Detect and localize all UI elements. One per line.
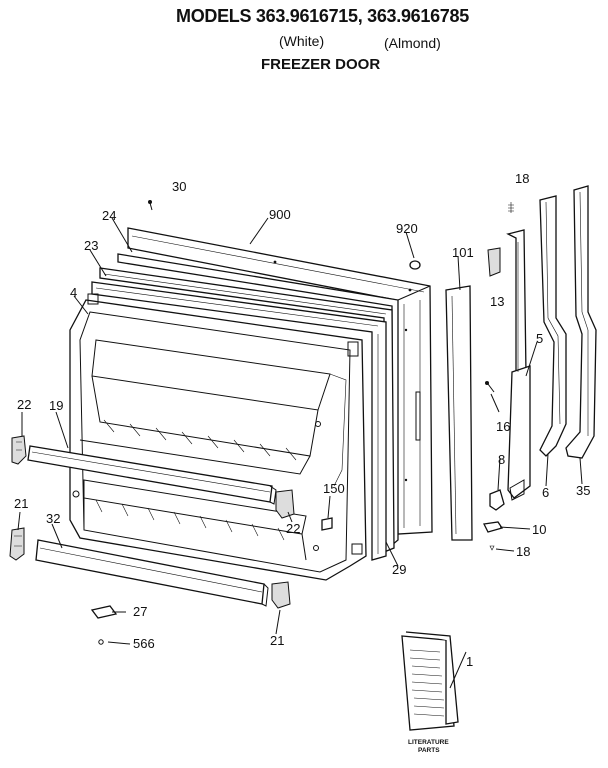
bottom-shelf-bar: [35, 539, 269, 607]
part-label-29: 29: [392, 562, 406, 577]
part-label-920: 920: [396, 221, 418, 236]
part-label-22-left: 22: [17, 397, 31, 412]
part-label-21-left: 21: [14, 496, 28, 511]
door-handle-35: [565, 185, 597, 459]
part-label-32: 32: [46, 511, 60, 526]
part-label-23: 23: [84, 238, 98, 253]
part-label-4: 4: [70, 285, 77, 300]
handle-strip: [445, 285, 473, 541]
part-label-35: 35: [576, 483, 590, 498]
color-label-almond: (Almond): [384, 35, 441, 51]
page-subtitle: FREEZER DOOR: [261, 56, 381, 73]
part-number-labels: 30 24 900 920 101 18 23 4 13 5 22 19 16 …: [14, 171, 590, 669]
outer-door-panel: [127, 227, 433, 535]
part-label-900: 900: [269, 207, 291, 222]
part-label-22-right: 22: [286, 521, 300, 536]
part-label-1: 1: [466, 654, 473, 669]
handle-bracket: [506, 229, 531, 501]
part-label-6: 6: [542, 485, 549, 500]
inner-door-liner: [69, 293, 367, 581]
shelf-bar: [27, 445, 277, 505]
color-label-white: (White): [279, 33, 325, 49]
part-label-19: 19: [49, 398, 63, 413]
part-label-8: 8: [498, 452, 505, 467]
literature-booklet: LITERATURE PARTS: [401, 631, 459, 754]
leader-lines: [17, 217, 583, 689]
part-label-27: 27: [133, 604, 147, 619]
part-label-10: 10: [532, 522, 546, 537]
part-label-101: 101: [452, 245, 474, 260]
part-label-21-right: 21: [270, 633, 284, 648]
part-label-16: 16: [496, 419, 510, 434]
part-label-30: 30: [172, 179, 186, 194]
door-handle-6: [539, 195, 567, 457]
small-hardware-parts: [90, 200, 514, 645]
part-label-18-bottom: 18: [516, 544, 530, 559]
part-label-5: 5: [536, 331, 543, 346]
part-label-13: 13: [490, 294, 504, 309]
part-label-566: 566: [133, 636, 155, 651]
literature-label-line1: LITERATURE: [408, 739, 449, 746]
part-label-18-top: 18: [515, 171, 529, 186]
part-label-24: 24: [102, 208, 116, 223]
page-title: MODELS 363.9616715, 363.9616785: [176, 6, 469, 26]
shelf-end-caps: [9, 435, 295, 609]
literature-label-line2: PARTS: [418, 747, 440, 754]
part-label-150: 150: [323, 481, 345, 496]
